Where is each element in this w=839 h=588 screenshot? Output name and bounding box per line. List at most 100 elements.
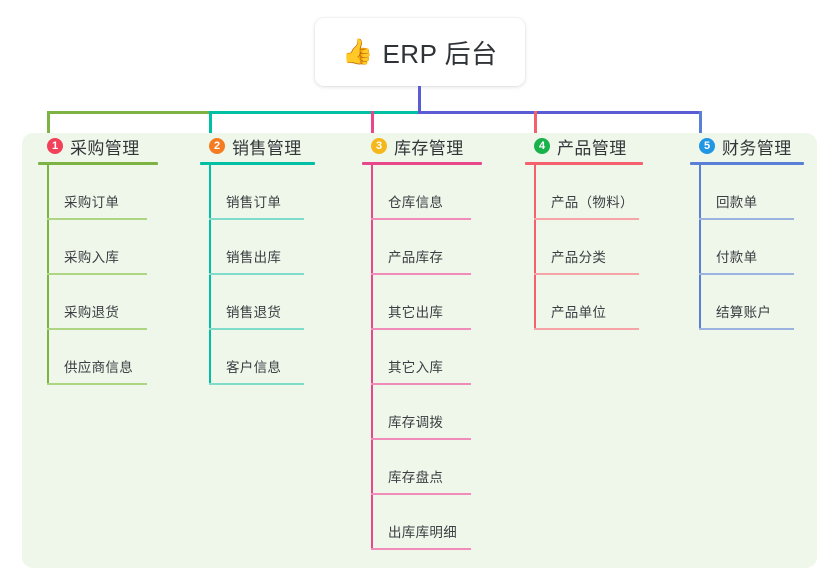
column-badge-5: 5	[699, 138, 715, 154]
leaf-item[interactable]: 其它出库	[371, 275, 512, 330]
leaf-item[interactable]: 出库库明细	[371, 495, 512, 550]
leaf-item-underline	[534, 328, 639, 330]
column-title-1: 采购管理	[70, 138, 140, 158]
column-badge-3: 3	[371, 138, 387, 154]
leaf-item-label: 其它出库	[388, 305, 444, 320]
column-title-4: 产品管理	[557, 138, 627, 158]
leaf-item-label: 产品单位	[551, 305, 607, 320]
leaf-item-underline	[371, 218, 471, 220]
leaf-item[interactable]: 供应商信息	[47, 330, 188, 385]
leaf-item[interactable]: 销售出库	[209, 220, 350, 275]
leaf-item-label: 采购入库	[64, 250, 120, 265]
root-trunk-connector	[418, 86, 421, 113]
column-title-3: 库存管理	[394, 138, 464, 158]
leaf-item[interactable]: 仓库信息	[371, 165, 512, 220]
leaf-item-underline	[371, 548, 471, 550]
column-items-1: 采购订单采购入库采购退货供应商信息	[47, 165, 188, 385]
leaf-item[interactable]: 销售退货	[209, 275, 350, 330]
leaf-item[interactable]: 回款单	[699, 165, 839, 220]
column-underline-1	[38, 162, 158, 165]
leaf-item[interactable]: 采购退货	[47, 275, 188, 330]
drop-connector-5	[699, 111, 702, 144]
column-items-2: 销售订单销售出库销售退货客户信息	[209, 165, 350, 385]
leaf-item-label: 结算账户	[716, 305, 772, 320]
column-spine-1	[47, 165, 49, 385]
leaf-item-label: 产品库存	[388, 250, 444, 265]
leaf-item[interactable]: 采购入库	[47, 220, 188, 275]
bus-segment-right	[418, 111, 702, 114]
column-items-4: 产品（物料） 产品分类产品单位	[534, 165, 685, 330]
leaf-item[interactable]: 结算账户	[699, 275, 839, 330]
column-underline-5	[690, 162, 804, 165]
column-3: 3 库存管理仓库信息产品库存其它出库其它入库库存调拨库存盘点出库库明细	[362, 133, 512, 550]
leaf-item-underline	[534, 273, 639, 275]
drop-connector-4	[534, 111, 537, 144]
leaf-item-label: 其它入库	[388, 360, 444, 375]
leaf-item-label: 仓库信息	[388, 195, 444, 210]
column-items-5: 回款单付款单结算账户	[699, 165, 839, 330]
leaf-item-label: 回款单	[716, 195, 758, 210]
leaf-item-label: 库存盘点	[388, 470, 444, 485]
drop-connector-2	[209, 111, 212, 144]
leaf-item-label: 出库库明细	[388, 525, 457, 540]
leaf-item-underline	[47, 328, 147, 330]
column-badge-2: 2	[209, 138, 225, 154]
bus-segment-middle	[209, 111, 421, 114]
leaf-item-label: 付款单	[716, 250, 758, 265]
root-node-card[interactable]: 👍 ERP 后台	[315, 18, 525, 86]
leaf-item-label: 销售订单	[226, 195, 282, 210]
column-underline-4	[525, 162, 643, 165]
leaf-item-underline	[371, 493, 471, 495]
bus-segment-left	[47, 111, 212, 114]
column-2: 2 销售管理销售订单销售出库销售退货客户信息	[200, 133, 350, 385]
leaf-item-label: 产品分类	[551, 250, 607, 265]
column-4: 4 产品管理产品（物料） 产品分类产品单位	[525, 133, 685, 330]
column-header-4[interactable]: 4 产品管理	[525, 133, 685, 159]
thumbs-up-icon: 👍	[342, 37, 374, 66]
root-node-title: ERP 后台	[382, 38, 498, 69]
column-header-2[interactable]: 2 销售管理	[200, 133, 350, 159]
leaf-item[interactable]: 销售订单	[209, 165, 350, 220]
leaf-item[interactable]: 产品单位	[534, 275, 685, 330]
leaf-item-label: 销售出库	[226, 250, 282, 265]
leaf-item-underline	[371, 273, 471, 275]
leaf-item[interactable]: 产品库存	[371, 220, 512, 275]
column-underline-3	[362, 162, 482, 165]
column-badge-4: 4	[534, 138, 550, 154]
leaf-item-underline	[209, 218, 304, 220]
leaf-item-underline	[534, 218, 639, 220]
leaf-item-label: 采购订单	[64, 195, 120, 210]
leaf-item-underline	[209, 273, 304, 275]
column-title-2: 销售管理	[232, 138, 302, 158]
leaf-item[interactable]: 库存盘点	[371, 440, 512, 495]
leaf-item[interactable]: 付款单	[699, 220, 839, 275]
leaf-item-underline	[371, 438, 471, 440]
column-spine-4	[534, 165, 536, 330]
leaf-item-underline	[209, 328, 304, 330]
column-spine-2	[209, 165, 211, 385]
leaf-item[interactable]: 其它入库	[371, 330, 512, 385]
leaf-item[interactable]: 采购订单	[47, 165, 188, 220]
leaf-item[interactable]: 库存调拨	[371, 385, 512, 440]
leaf-item-underline	[699, 273, 794, 275]
leaf-item-underline	[47, 383, 147, 385]
leaf-item[interactable]: 客户信息	[209, 330, 350, 385]
leaf-item[interactable]: 产品分类	[534, 220, 685, 275]
column-underline-2	[200, 162, 315, 165]
leaf-item-underline	[47, 218, 147, 220]
leaf-item[interactable]: 产品（物料）	[534, 165, 685, 220]
leaf-item-label: 产品（物料）	[551, 195, 634, 210]
drop-connector-3	[371, 111, 374, 144]
leaf-item-underline	[371, 383, 471, 385]
leaf-item-underline	[699, 328, 794, 330]
column-header-3[interactable]: 3 库存管理	[362, 133, 512, 159]
leaf-item-underline	[371, 328, 471, 330]
column-items-3: 仓库信息产品库存其它出库其它入库库存调拨库存盘点出库库明细	[371, 165, 512, 550]
drop-connector-1	[47, 111, 50, 144]
leaf-item-underline	[47, 273, 147, 275]
